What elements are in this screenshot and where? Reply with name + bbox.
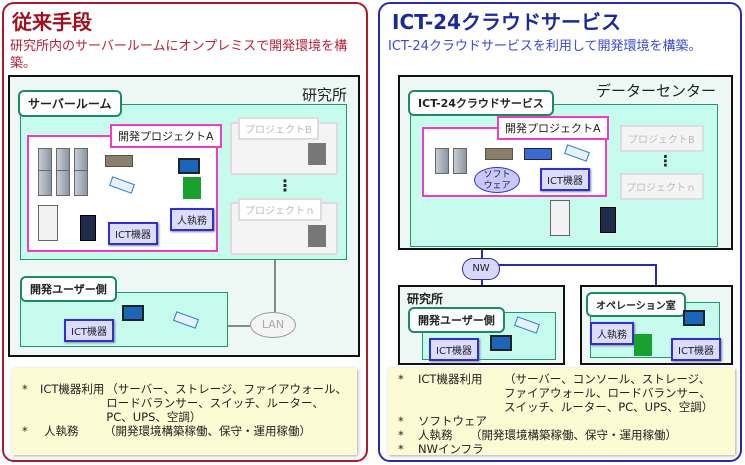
server-icon [435, 148, 449, 174]
lab-label: 研究所 [302, 86, 348, 104]
lan-node: LAN [250, 312, 296, 338]
conventional-notes: *ICT機器利用（サーバー、ストレージ、ファイアウォール、 ロードバランサー、ス… [12, 368, 357, 455]
desktop-pc-icon [490, 335, 512, 351]
ict-equipment-badge: ICT機器 [671, 338, 722, 361]
cloud-title: ICT-24クラウドサービス [392, 10, 621, 34]
project-b-label: プロジェクトB [628, 135, 695, 146]
project-b-label: プロジェクトB [238, 117, 319, 140]
cloud-subtitle: ICT-24クラウドサービスを利用して開発環境を構築。 [388, 39, 702, 54]
cloud-panel [378, 2, 742, 462]
lan-line [228, 325, 250, 327]
nw-cloud: NW [462, 258, 500, 280]
personnel-badge: 人執務 [170, 208, 214, 231]
note-item: *NWインフラ [398, 442, 484, 456]
project-a-label: 開発プロジェクトA [110, 124, 222, 148]
datacenter-label: データーセンター [596, 82, 717, 100]
dev-user-label: 開発ユーザー側 [408, 307, 505, 333]
project-b-box [620, 125, 704, 152]
ict-equipment-badge: ICT機器 [108, 222, 159, 245]
project-n-label: プロジェクトｎ [238, 198, 322, 221]
server-tower-icon [550, 200, 570, 236]
desktop-pc-icon [122, 305, 144, 321]
cloud-notes: *ICT機器利用（サーバー、コンソール、ストレージ、 ファイアウォール、ロードバ… [388, 368, 735, 456]
ellipsis: ⋮ [277, 176, 293, 195]
conventional-subtitle: 研究所内のサーバールームにオンプレミスで開発環境を構築。 [10, 39, 348, 71]
ict-equipment-badge: ICT機器 [64, 319, 115, 342]
operation-room-label: オペレーション室 [586, 292, 686, 317]
nw-line [655, 264, 657, 285]
person-icon [183, 177, 201, 199]
person-icon [634, 334, 652, 356]
nw-line [498, 264, 656, 266]
software-bubble: ソフト ウェア [474, 167, 520, 193]
lab-label: 研究所 [407, 292, 444, 306]
lan-line [274, 260, 276, 312]
project-a-label: 開発プロジェクトA [497, 116, 609, 140]
storage-icon [485, 148, 513, 160]
workstation-icon [683, 310, 705, 326]
dev-user-label: 開発ユーザー側 [20, 276, 117, 302]
ups-icon [80, 215, 96, 241]
console-icon [524, 148, 552, 160]
project-n-box [620, 173, 704, 200]
note-item: *人執務（開発環境構築稼働、保守・運用稼働） [398, 428, 677, 442]
lan-label: LAN [261, 318, 285, 331]
conventional-title: 従来手段 [12, 10, 92, 34]
nw-label: NW [472, 263, 490, 274]
ict-equipment-badge: ICT機器 [540, 168, 591, 191]
note-item: *ICT機器利用（サーバー、コンソール、ストレージ、 ファイアウォール、ロードバ… [398, 372, 714, 414]
ellipsis: ⋮ [658, 152, 673, 170]
conventional-panel [2, 2, 368, 462]
storage-icon [105, 155, 133, 167]
server-tower-icon [38, 205, 58, 241]
note-item: *ICT機器利用（サーバー、ストレージ、ファイアウォール、 ロードバランサー、ス… [22, 382, 347, 424]
project-n-label: プロジェクトｎ [626, 183, 696, 194]
person-icon-gray [308, 143, 326, 165]
note-item: *ソフトウェア [398, 414, 487, 428]
ict-equipment-badge: ICT機器 [429, 338, 480, 361]
person-icon-gray [308, 225, 326, 247]
workstation-icon [178, 158, 200, 174]
ups-icon [600, 207, 616, 233]
personnel-badge: 人執務 [590, 322, 634, 345]
cloud-service-label: ICT-24クラウドサービス [408, 90, 554, 116]
server-room-label: サーバールーム [18, 90, 122, 117]
note-item: *人執務（開発環境構築稼働、保守・運用稼働） [22, 424, 311, 438]
server-icon [453, 148, 467, 174]
